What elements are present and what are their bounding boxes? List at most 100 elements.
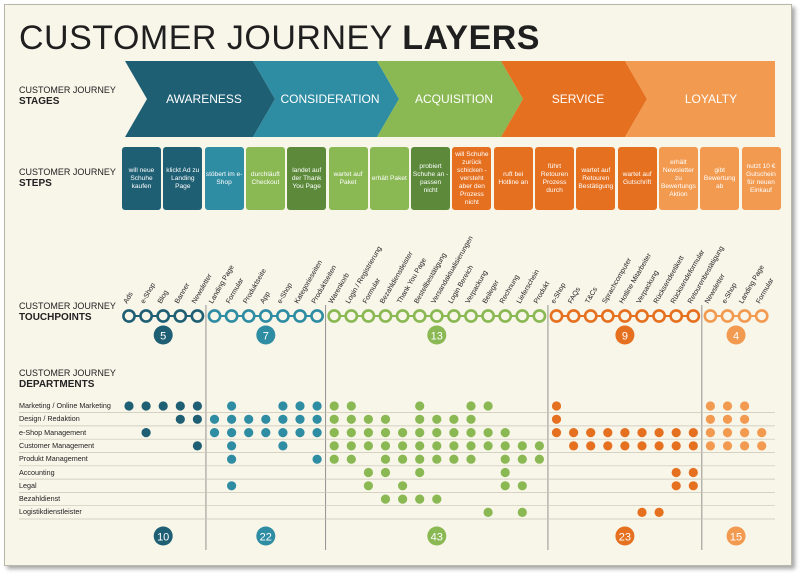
touchpoint-label: Rücksendeetikett	[653, 255, 686, 305]
department-dot	[192, 401, 202, 411]
touchpoint-label: e-Shop	[140, 282, 157, 305]
department-count: 43	[431, 532, 443, 544]
department-dot	[517, 454, 527, 464]
department-dot	[227, 428, 237, 438]
touchpoint-label: T&Cs	[584, 286, 599, 305]
touchpoint-label: Produkt	[533, 281, 551, 305]
touchpoint-count: 4	[733, 331, 739, 343]
department-label: Marketing / Online Marketing	[19, 401, 111, 410]
department-dot	[483, 428, 493, 438]
department-dot	[363, 441, 373, 451]
department-dot	[380, 467, 391, 478]
stage-chevron	[253, 61, 399, 137]
touchpoint-ring	[173, 309, 188, 323]
department-dot	[398, 494, 408, 504]
department-dot	[158, 401, 168, 411]
department-dot	[329, 414, 339, 424]
stage-chevron	[625, 61, 775, 137]
department-dot	[329, 441, 339, 451]
touchpoint-ring	[481, 309, 495, 323]
department-dot	[517, 481, 527, 491]
department-dot	[449, 454, 459, 464]
department-dot	[432, 428, 442, 438]
touchpoint-ring	[737, 309, 752, 323]
department-dot	[312, 454, 322, 464]
department-count-badge	[726, 526, 746, 546]
department-dot	[209, 414, 220, 424]
stage-label: SERVICE	[552, 92, 604, 106]
touchpoint-count-badge	[153, 325, 173, 345]
department-dot	[483, 441, 493, 451]
department-dot	[244, 414, 254, 424]
department-label: Bezahldienst	[19, 494, 61, 504]
department-dot	[124, 401, 134, 411]
touchpoint-count-badge	[615, 325, 635, 345]
department-dot	[620, 441, 630, 451]
department-dot	[295, 401, 305, 411]
department-dot	[227, 441, 237, 451]
step-box: durchläuft Checkout	[245, 147, 285, 210]
touchpoint-ring	[122, 309, 136, 323]
stage-label: LOYALTY	[685, 92, 737, 106]
department-count-badge	[256, 526, 276, 546]
touchpoint-ring	[566, 309, 581, 323]
departments-label-line2: DEPARTMENTS	[19, 379, 95, 390]
department-dot	[415, 467, 425, 478]
touchpoint-count-badge	[427, 325, 447, 345]
department-dot	[500, 441, 510, 451]
department-dot	[722, 401, 733, 411]
step-box: will Schuhe zurück schicken - versteht a…	[452, 147, 492, 210]
department-dot	[380, 441, 391, 451]
department-dot	[209, 428, 220, 438]
touchpoint-ring	[754, 309, 769, 323]
department-dot	[757, 428, 767, 438]
department-dot	[500, 428, 510, 438]
department-dot	[705, 414, 716, 424]
department-dot	[415, 441, 425, 451]
title-bold: LAYERS	[402, 19, 540, 57]
stage-chevron	[377, 61, 523, 137]
department-dot	[517, 441, 527, 451]
department-dot	[466, 441, 476, 451]
department-dot	[398, 481, 408, 491]
department-dot	[295, 428, 305, 438]
department-dot	[466, 454, 476, 464]
department-dot	[740, 428, 750, 438]
department-dot	[244, 428, 254, 438]
step-box: nutzt 10 € Gutschein für neuen Einkauf	[741, 147, 781, 210]
department-dot	[705, 441, 716, 451]
department-label: Produkt Management	[19, 454, 88, 464]
department-dot	[278, 414, 288, 424]
department-dot	[312, 401, 322, 411]
steps-row-label: CUSTOMER JOURNEY STEPS	[19, 167, 116, 189]
department-dot	[363, 467, 373, 478]
department-dot	[346, 401, 356, 411]
department-dot	[688, 467, 698, 478]
department-dot	[637, 428, 647, 438]
department-dot	[722, 428, 733, 438]
touchpoint-label: Formular	[755, 277, 775, 305]
department-dot	[688, 481, 698, 491]
step-box: erhält Newsletter zu Bewertungs Aktion	[658, 147, 698, 210]
department-label: e-Shop Management	[19, 427, 87, 437]
department-dot	[141, 401, 151, 411]
touchpoint-ring	[446, 309, 461, 323]
touchpoint-ring	[395, 309, 410, 323]
department-dot	[398, 428, 408, 438]
department-count: 10	[157, 532, 169, 544]
department-dot	[261, 428, 271, 438]
department-dot	[415, 494, 425, 504]
department-dot	[398, 454, 408, 464]
touchpoint-label: Ads	[123, 291, 135, 305]
department-dot	[586, 428, 596, 438]
department-dot	[227, 414, 237, 424]
touchpoint-ring	[190, 309, 205, 323]
department-dot	[380, 414, 391, 424]
touchpoint-label: e-Shop	[277, 282, 294, 305]
touchpoint-ring	[686, 309, 701, 323]
touchpoint-label: Banner	[174, 281, 192, 305]
department-dot	[500, 467, 510, 478]
stages-label-line1: CUSTOMER JOURNEY	[19, 85, 116, 95]
touchpoints-row-label: CUSTOMER JOURNEY TOUCHPOINTS	[19, 301, 116, 323]
